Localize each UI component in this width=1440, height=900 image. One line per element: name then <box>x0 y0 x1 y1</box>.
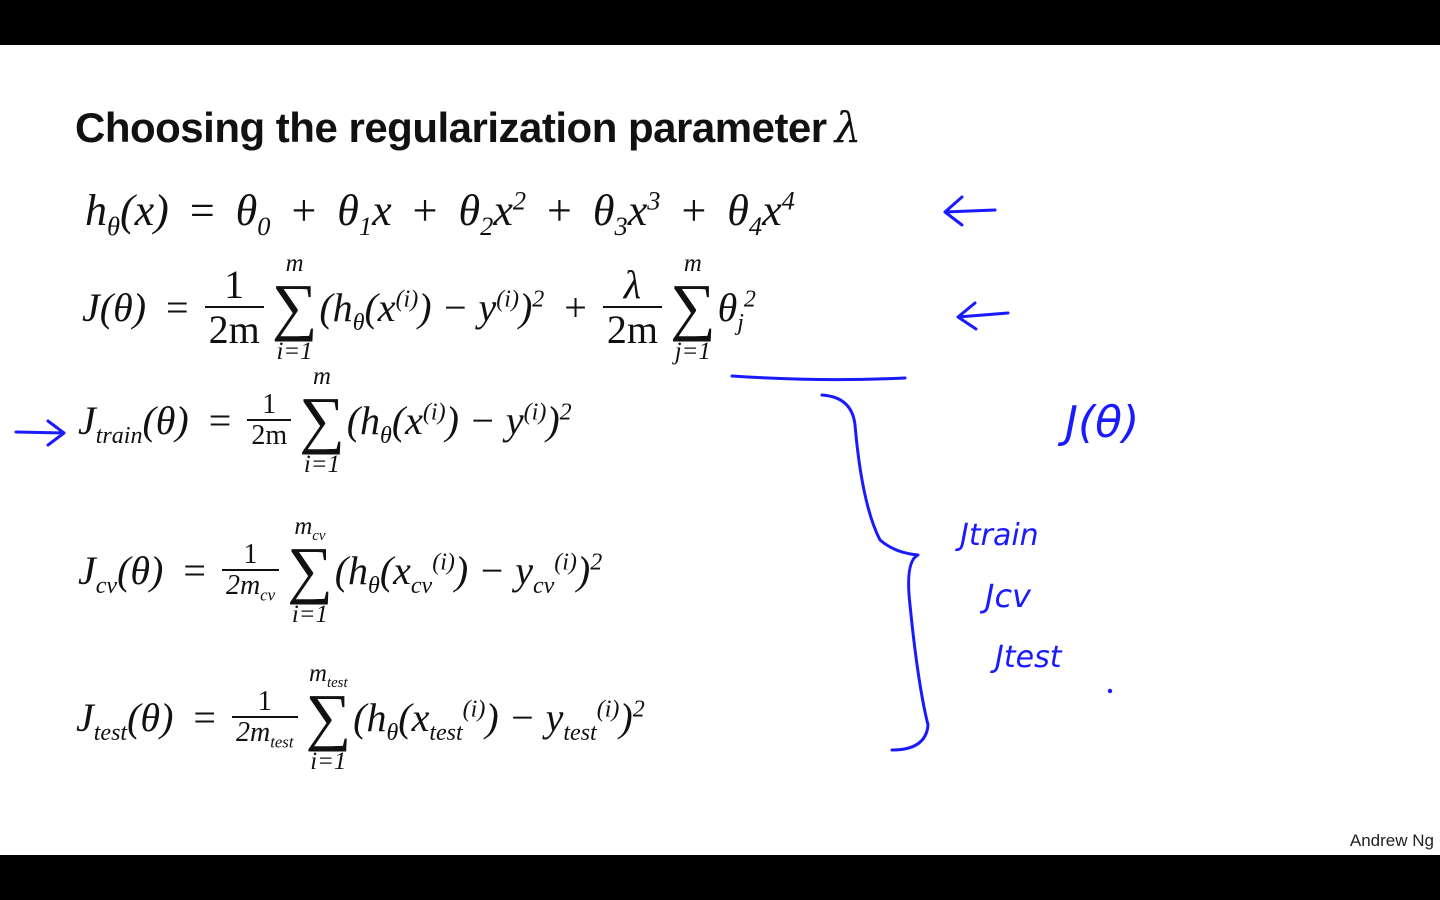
train-lhs: Jtrain(θ) = <box>78 398 232 450</box>
handwritten-j-cv: Jcv <box>979 577 1032 615</box>
cv-lhs: Jcv(θ) = <box>78 548 206 600</box>
cost-error-term: (hθ(x(i)) − y(i))2 + <box>319 285 587 337</box>
cv-denominator: 2mcv <box>221 568 280 603</box>
train-summation: m ∑ i=1 <box>299 363 345 478</box>
regularization-numerator: λ <box>623 261 642 307</box>
train-cost-equation: Jtrain(θ) = 1 2m m ∑ i=1 (hθ(x(i)) − y(i… <box>78 363 572 478</box>
cv-sum-lower: i=1 <box>291 601 328 629</box>
train-error-term: (hθ(x(i)) − y(i))2 <box>346 398 572 450</box>
regularization-term: θj2 <box>717 285 756 337</box>
sigma-icon: ∑ <box>669 271 716 343</box>
cost-lhs: J(θ) = <box>82 285 189 331</box>
handwritten-j-train: Jtrain <box>955 518 1039 553</box>
curly-brace <box>820 393 930 752</box>
cost-fraction-numerator: 1 <box>224 261 245 307</box>
cv-sum-upper: mcv <box>294 513 326 544</box>
regularized-cost-equation: J(θ) = 1 2m m ∑ i=1 (hθ(x(i)) − y(i))2 +… <box>82 250 756 365</box>
hypothesis-equation: hθ(x) = θ0 + θ1x + θ2x2 + θ3x3 + θ4x4 <box>85 185 795 241</box>
sigma-icon: ∑ <box>305 681 352 753</box>
train-fraction: 1 2m <box>247 388 292 452</box>
test-summation: mtest ∑ i=1 <box>306 660 352 775</box>
author-credit: Andrew Ng <box>1349 831 1434 850</box>
cv-summation: mcv ∑ i=1 <box>287 513 333 628</box>
sigma-icon: ∑ <box>271 271 318 343</box>
regularization-underline <box>730 374 907 382</box>
cv-cost-equation: Jcv(θ) = 1 2mcv mcv ∑ i=1 (hθ(xcv(i)) − … <box>78 513 602 628</box>
train-sum-lower: i=1 <box>303 451 340 479</box>
regularization-sum-upper: m <box>683 250 702 277</box>
cost-sum-upper: m <box>285 250 304 277</box>
cost-fraction-denominator: 2m <box>204 305 264 352</box>
left-arrow-icon <box>943 195 997 227</box>
ink-dot <box>1107 688 1113 694</box>
test-sum-upper: mtest <box>309 660 348 691</box>
sigma-icon: ∑ <box>287 534 333 606</box>
left-arrow-icon <box>956 301 1010 331</box>
test-fraction: 1 2mtest <box>231 685 298 750</box>
cost-sum-lower: i=1 <box>276 338 313 366</box>
handwritten-annotations: J(θ) Jtrain Jcv Jtest <box>14 195 1139 752</box>
test-denominator: 2mtest <box>231 715 298 750</box>
cv-error-term: (hθ(xcv(i)) − ycv(i))2 <box>334 548 603 600</box>
regularization-sum-lower: j=1 <box>674 338 711 366</box>
test-cost-equation: Jtest(θ) = 1 2mtest mtest ∑ i=1 (hθ(xtes… <box>76 660 645 775</box>
title-text: Choosing the regularization parameter <box>75 104 827 151</box>
hypothesis-expression: hθ(x) = θ0 + θ1x + θ2x2 + θ3x3 + θ4x4 <box>85 185 795 241</box>
sigma-icon: ∑ <box>299 384 345 456</box>
train-numerator: 1 <box>262 388 277 420</box>
cv-fraction: 1 2mcv <box>221 538 280 603</box>
train-sum-upper: m <box>312 363 331 390</box>
cv-numerator: 1 <box>243 538 258 570</box>
handwritten-j-test: Jtest <box>990 640 1063 675</box>
test-sum-lower: i=1 <box>310 748 347 776</box>
train-denominator: 2m <box>247 418 292 452</box>
test-error-term: (hθ(xtest(i)) − ytest(i))2 <box>353 695 645 747</box>
cost-summation: m ∑ i=1 <box>272 250 318 365</box>
handwritten-j-theta: J(θ) <box>1057 397 1139 448</box>
regularization-denominator: 2m <box>602 305 662 352</box>
test-numerator: 1 <box>257 685 272 717</box>
regularization-fraction: λ 2m <box>602 261 662 352</box>
lambda-symbol: λ <box>834 103 862 152</box>
test-lhs: Jtest(θ) = <box>76 695 216 747</box>
regularization-summation: m ∑ j=1 <box>670 250 716 365</box>
right-arrow-icon <box>14 419 66 447</box>
cost-fraction: 1 2m <box>204 261 264 352</box>
